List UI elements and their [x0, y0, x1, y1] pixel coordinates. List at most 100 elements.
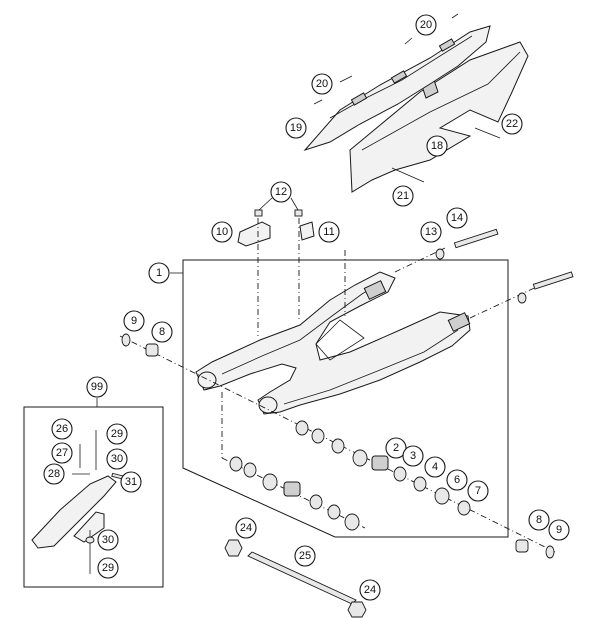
- callout-28: 28: [43, 463, 65, 485]
- callout-25: 25: [294, 545, 316, 567]
- chain-slider-mount: [73, 511, 105, 543]
- center-line-pivot: [119, 335, 556, 553]
- svg-text:3: 3: [410, 450, 416, 462]
- callout-9-right: 9: [548, 519, 570, 541]
- svg-text:10: 10: [216, 226, 228, 238]
- callout-8-right: 8: [528, 509, 550, 531]
- bushing-8-right: [515, 539, 529, 553]
- swingarm-group-frame: [182, 259, 509, 538]
- svg-text:6: 6: [454, 474, 460, 486]
- svg-text:25: 25: [299, 550, 311, 562]
- screw-22: [474, 127, 501, 139]
- swingarm-pivot-right: [258, 396, 278, 414]
- callout-29-lower: 29: [97, 557, 119, 579]
- svg-text:27: 27: [56, 447, 68, 459]
- svg-text:18: 18: [431, 140, 443, 152]
- bolt-right: [532, 271, 574, 290]
- callout-20-top: 20: [415, 14, 437, 36]
- callout-99: 99: [86, 376, 108, 398]
- callout-30-upper: 30: [106, 448, 128, 470]
- callout-10: 10: [211, 221, 233, 243]
- svg-text:14: 14: [451, 212, 463, 224]
- bearing-stack-lower: [229, 456, 360, 531]
- svg-text:22: 22: [506, 118, 518, 130]
- nut-24-lower: [347, 601, 367, 618]
- nut-24-upper: [224, 539, 243, 557]
- callout-13: 13: [420, 221, 442, 243]
- chain-guard-edge: [361, 51, 521, 151]
- callout-31: 31: [120, 471, 142, 493]
- svg-text:30: 30: [102, 534, 114, 546]
- svg-text:7: 7: [475, 485, 481, 497]
- clip-11: [299, 221, 315, 241]
- svg-text:24: 24: [240, 522, 252, 534]
- leader-12a: [258, 197, 273, 211]
- callout-19: 19: [285, 117, 307, 139]
- screw-21: [391, 167, 425, 183]
- swingarm-axle-block: [447, 312, 471, 332]
- svg-text:29: 29: [102, 562, 114, 574]
- svg-text:24: 24: [364, 584, 376, 596]
- svg-text:99: 99: [91, 381, 103, 393]
- callout-6: 6: [446, 469, 468, 491]
- callout-7: 7: [467, 480, 489, 502]
- svg-text:30: 30: [111, 453, 123, 465]
- callout-12: 12: [270, 181, 292, 203]
- svg-text:4: 4: [432, 461, 438, 473]
- screws-12: [254, 209, 303, 217]
- callout-18: 18: [426, 135, 448, 157]
- callout-24-lower: 24: [359, 579, 381, 601]
- svg-text:1: 1: [156, 267, 162, 279]
- svg-text:31: 31: [125, 476, 137, 488]
- svg-text:21: 21: [397, 190, 409, 202]
- bearing-stack-right: [295, 420, 471, 516]
- callout-27: 27: [51, 442, 73, 464]
- svg-text:19: 19: [290, 122, 302, 134]
- callout-2: 2: [385, 437, 407, 459]
- upper-clip-c: [438, 38, 456, 52]
- svg-text:11: 11: [323, 226, 334, 238]
- chain-guard-upper-part: [303, 25, 491, 152]
- svg-text:9: 9: [556, 524, 562, 536]
- screw-20-top: [313, 13, 459, 105]
- callout-3: 3: [402, 445, 424, 467]
- callout-20-mid: 20: [311, 73, 333, 95]
- washer-9-right: [545, 545, 555, 559]
- callout-9-left: 9: [123, 310, 145, 332]
- chain-guard-upper-detail: [329, 35, 473, 119]
- washer-right: [517, 292, 527, 304]
- bolt-14: [453, 228, 499, 249]
- callout-14: 14: [446, 207, 468, 229]
- callout-29-upper: 29: [106, 423, 128, 445]
- svg-text:20: 20: [420, 19, 432, 31]
- swingarm-lower-arm-line: [283, 329, 459, 405]
- swingarm-brace: [315, 319, 365, 361]
- callout-24-upper: 24: [235, 517, 257, 539]
- swingarm-chain-block: [363, 280, 387, 300]
- callout-4: 4: [424, 456, 446, 478]
- chain-guard: [349, 41, 529, 193]
- center-line-axle: [394, 247, 446, 273]
- upper-clip-a: [350, 92, 368, 106]
- bushing-8-left: [145, 343, 159, 357]
- bracket-10: [237, 221, 271, 247]
- svg-text:9: 9: [131, 315, 137, 327]
- upper-clip-b: [390, 70, 408, 84]
- callout-30-lower: 30: [97, 529, 119, 551]
- svg-text:20: 20: [316, 78, 328, 90]
- svg-text:2: 2: [393, 442, 399, 454]
- swingarm-pivot-left: [197, 371, 217, 389]
- svg-text:26: 26: [56, 423, 68, 435]
- washer-13: [435, 248, 445, 260]
- callout-1: 1: [148, 262, 170, 284]
- callout-22: 22: [501, 113, 523, 135]
- pivot-shaft-25: [247, 551, 357, 605]
- chain-slider: [31, 475, 117, 549]
- washer-9-left: [121, 333, 131, 347]
- callout-21: 21: [392, 185, 414, 207]
- swingarm-inner-line: [221, 281, 383, 375]
- callout-11: 11: [318, 221, 340, 243]
- spacer-30-lower: [85, 536, 95, 544]
- swingarm: [195, 271, 471, 415]
